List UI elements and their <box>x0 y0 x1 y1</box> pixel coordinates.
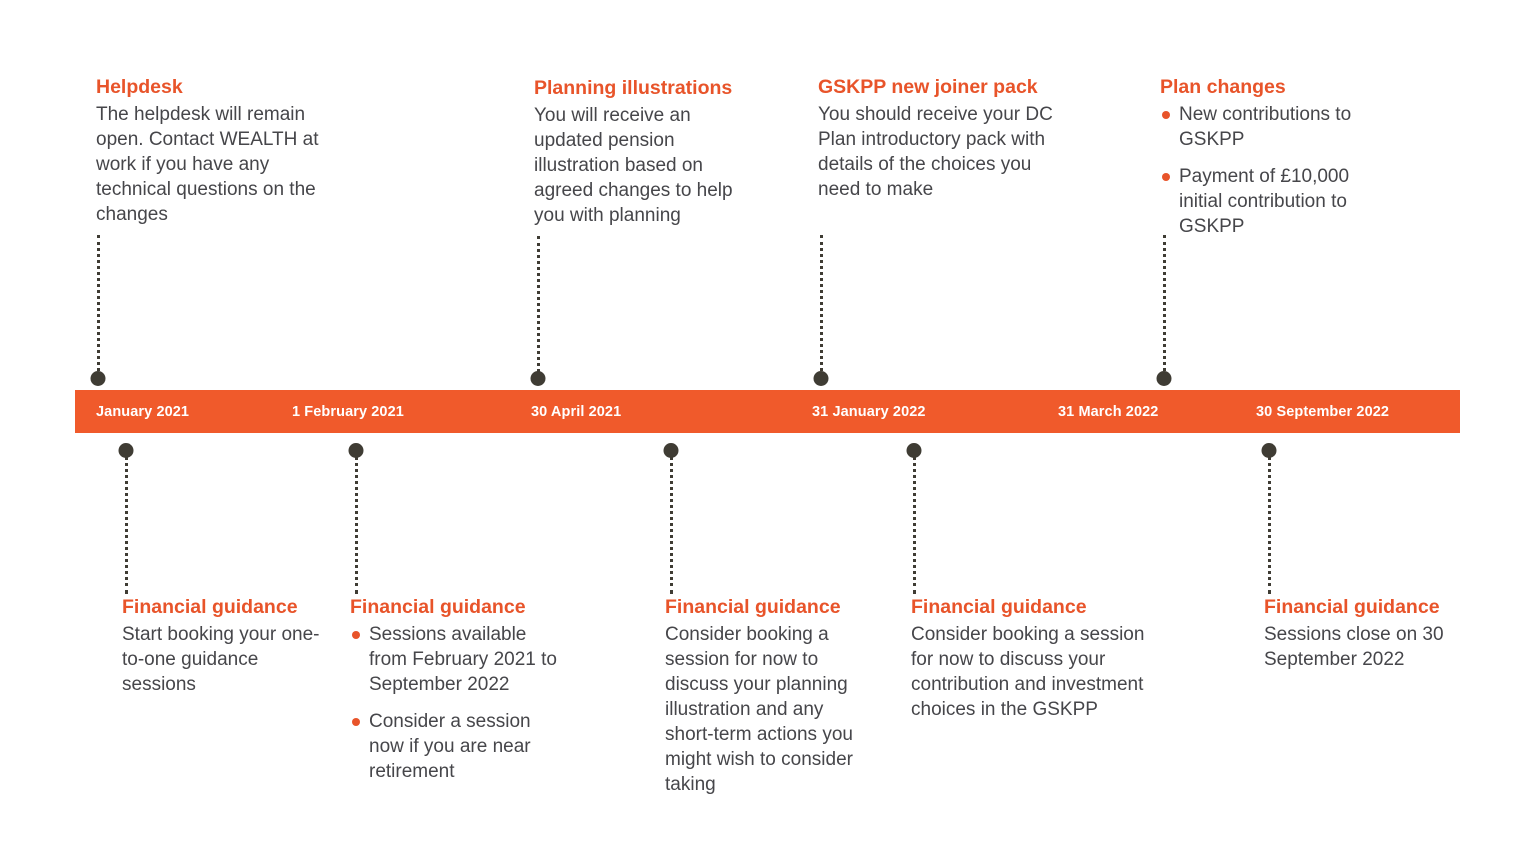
bullet-item: Sessions available from February 2021 to… <box>350 622 560 697</box>
connector-line <box>820 235 823 378</box>
bullet-item: Payment of £10,000 initial contribution … <box>1160 164 1375 239</box>
connector-line <box>97 235 100 378</box>
bullet-dot-icon <box>1162 111 1170 119</box>
bullet-dot-icon <box>352 718 360 726</box>
bullet-dot-icon <box>1162 173 1170 181</box>
block-title: Financial guidance <box>911 596 1087 618</box>
bullet-text: Consider a session now if you are near r… <box>369 711 531 782</box>
connector-line <box>355 450 358 594</box>
connector-line <box>537 236 540 378</box>
block-body: You should receive your DC Plan introduc… <box>818 102 1053 202</box>
block-title: Helpdesk <box>96 76 183 98</box>
block-paragraph: Consider booking a session for now to di… <box>665 624 853 795</box>
timeline-node-dot <box>530 371 546 386</box>
timeline-node-dot <box>906 443 922 458</box>
block-paragraph: Consider booking a session for now to di… <box>911 624 1145 720</box>
timeline-date-label: 31 March 2022 <box>1058 403 1159 420</box>
block-title: Financial guidance <box>665 596 841 618</box>
timeline-date-label: 30 September 2022 <box>1256 403 1390 420</box>
bullet-text: Payment of £10,000 initial contribution … <box>1179 166 1350 237</box>
block-body: Sessions close on 30 September 2022 <box>1264 622 1474 672</box>
block-paragraph: Start booking your one-to-one guidance s… <box>122 624 320 695</box>
bullet-text: Sessions available from February 2021 to… <box>369 624 557 695</box>
block-paragraph: You should receive your DC Plan introduc… <box>818 104 1053 200</box>
connector-line <box>670 450 673 594</box>
timeline-node-dot <box>813 371 829 386</box>
bullet-dot-icon <box>352 631 360 639</box>
connector-line <box>913 450 916 594</box>
timeline-date-label: 30 April 2021 <box>531 403 622 420</box>
bullet-text: New contributions to GSKPP <box>1179 104 1352 150</box>
block-body: You will receive an updated pension illu… <box>534 103 762 228</box>
timeline-node-dot <box>1261 443 1277 458</box>
timeline-node-dot <box>348 443 364 458</box>
block-bullet-list: Sessions available from February 2021 to… <box>350 622 560 784</box>
block-body: The helpdesk will remain open. Contact W… <box>96 102 336 227</box>
timeline-node-dot <box>1156 371 1172 386</box>
connector-line <box>1268 450 1271 594</box>
timeline-date-label: January 2021 <box>96 403 190 420</box>
block-title: Planning illustrations <box>534 77 733 99</box>
block-title: Plan changes <box>1160 76 1286 98</box>
bullet-item: Consider a session now if you are near r… <box>350 709 560 784</box>
timeline-date-label: 31 January 2022 <box>812 403 926 420</box>
block-paragraph: You will receive an updated pension illu… <box>534 105 733 226</box>
block-title: Financial guidance <box>122 596 298 618</box>
timeline-node-dot <box>90 371 106 386</box>
connector-line <box>125 450 128 594</box>
timeline-node-dot <box>118 443 134 458</box>
block-paragraph: Sessions close on 30 September 2022 <box>1264 624 1444 670</box>
block-title: Financial guidance <box>1264 596 1440 618</box>
block-body: Consider booking a session for now to di… <box>665 622 873 797</box>
timeline-date-label: 1 February 2021 <box>292 403 404 420</box>
connector-line <box>1163 235 1166 378</box>
block-title: Financial guidance <box>350 596 526 618</box>
timeline-node-dot <box>663 443 679 458</box>
block-body: Start booking your one-to-one guidance s… <box>122 622 322 697</box>
block-title: GSKPP new joiner pack <box>818 76 1038 98</box>
block-bullet-list: New contributions to GSKPP Payment of £10… <box>1160 102 1375 239</box>
bullet-item: New contributions to GSKPP <box>1160 102 1375 152</box>
timeline-bar: January 2021 1 February 2021 30 April 2021… <box>75 390 1460 433</box>
block-paragraph: The helpdesk will remain open. Contact W… <box>96 104 319 225</box>
block-body: Consider booking a session for now to di… <box>911 622 1149 722</box>
